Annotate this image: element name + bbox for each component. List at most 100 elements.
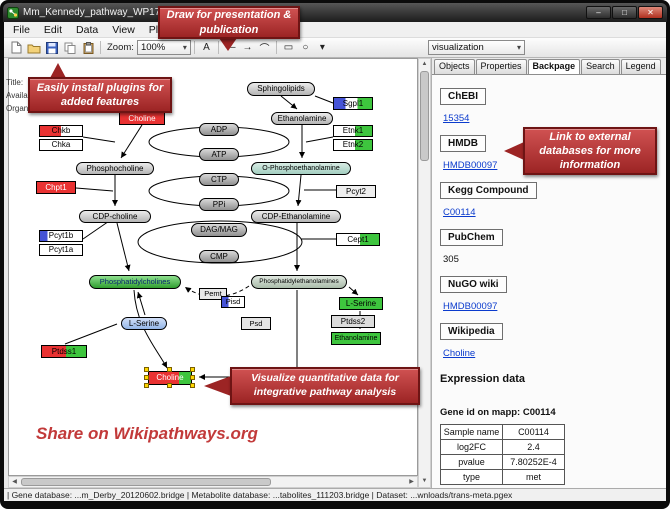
chevron-down-icon: ▾ xyxy=(182,43,187,52)
toolbar: Zoom: 100% ▾ A — → ⌒ ▭ ○ ▾ visualization… xyxy=(4,38,666,58)
pathway-node-ctp[interactable]: CTP xyxy=(199,173,239,186)
pathway-node-sphingolipids[interactable]: Sphingolipids xyxy=(247,82,315,96)
pathway-node-pcyt1b[interactable]: Pcyt1b xyxy=(39,230,83,242)
pathway-node-dag-mag[interactable]: DAG/MAG xyxy=(191,223,247,237)
pathway-node-adp[interactable]: ADP xyxy=(199,123,239,136)
pathway-node-psd[interactable]: Psd xyxy=(241,317,271,330)
document-property-label: Title: xyxy=(6,78,24,87)
paste-button[interactable] xyxy=(79,39,97,56)
callout-visualize: Visualize quantitative data for integrat… xyxy=(230,367,420,405)
table-row: Sample name C00114 xyxy=(440,424,565,440)
pathway-node-etnk1[interactable]: Etnk1 xyxy=(333,125,373,137)
template-dropdown-button[interactable]: ▾ xyxy=(319,42,325,53)
tab-search[interactable]: Search xyxy=(581,59,620,74)
vertical-scroll-thumb[interactable] xyxy=(420,71,429,161)
pathway-node-cdp-ethanolamine[interactable]: CDP-Ethanolamine xyxy=(251,210,341,223)
pathway-node-phosphatidylethanolamines[interactable]: Phosphatidylethanolamines xyxy=(251,275,347,289)
app-icon xyxy=(7,6,19,19)
pathway-node-phosphatidylcholines[interactable]: Phosphatidylcholines xyxy=(89,275,181,289)
wikipedia-link[interactable]: Choline xyxy=(443,348,476,359)
selection-handle[interactable] xyxy=(190,367,195,372)
selection-handle[interactable] xyxy=(167,383,172,388)
scroll-right-icon[interactable]: ▶ xyxy=(409,479,414,485)
hmdb-link[interactable]: HMDB00097 xyxy=(443,160,498,171)
selection-handle[interactable] xyxy=(190,375,195,380)
selection-handle[interactable] xyxy=(144,367,149,372)
selection-handle[interactable] xyxy=(190,383,195,388)
pathway-node-pcyt2[interactable]: Pcyt2 xyxy=(336,185,376,198)
new-file-button[interactable] xyxy=(7,39,25,56)
tab-properties[interactable]: Properties xyxy=(475,59,527,74)
tab-backpage[interactable]: Backpage xyxy=(527,59,581,74)
titlebar[interactable]: Mm_Kennedy_pathway_WP1771_45176.gpml – □… xyxy=(3,3,667,22)
pathway-node-ethanolamine[interactable]: Ethanolamine xyxy=(271,112,333,125)
pathway-node-ptdss2[interactable]: Ptdss2 xyxy=(331,315,375,328)
menu-file[interactable]: File xyxy=(13,23,30,36)
statusbar: | Gene database: ...m_Derby_20120602.bri… xyxy=(4,488,666,501)
tab-legend[interactable]: Legend xyxy=(620,59,661,74)
pathway-node-atp[interactable]: ATP xyxy=(199,148,239,161)
pathway-node-ethanolamine[interactable]: Ethanolamine xyxy=(331,332,381,345)
pathway-node-pemt[interactable]: Pemt xyxy=(199,288,227,300)
scroll-down-icon[interactable]: ▼ xyxy=(421,478,428,484)
expression-cell: log2FC xyxy=(440,439,503,455)
pathway-node-l-serine[interactable]: L-Serine xyxy=(121,317,167,330)
canvas-vertical-scrollbar[interactable]: ▲ ▼ xyxy=(418,58,431,488)
pathway-node-pisd[interactable]: Pisd xyxy=(221,296,245,308)
pathway-node-ptdss1[interactable]: Ptdss1 xyxy=(41,345,87,358)
kegg-link[interactable]: C00114 xyxy=(443,207,476,218)
pathway-node-phosphocholine[interactable]: Phosphocholine xyxy=(76,162,154,175)
horizontal-scroll-thumb[interactable] xyxy=(21,478,271,486)
statusbar-text: | Gene database: ...m_Derby_20120602.bri… xyxy=(7,490,513,500)
nugo-link[interactable]: HMDB00097 xyxy=(443,301,498,312)
arrow-tool-button[interactable]: → xyxy=(242,42,253,53)
open-file-button[interactable] xyxy=(25,39,43,56)
selection-handle[interactable] xyxy=(144,383,149,388)
label-tool-button[interactable]: A xyxy=(203,42,210,53)
oval-tool-button[interactable]: ○ xyxy=(302,42,309,53)
expression-cell: pvalue xyxy=(440,454,503,470)
chebi-link[interactable]: 15354 xyxy=(443,113,470,124)
pathway-node-sgpl1[interactable]: Sgpl1 xyxy=(333,97,373,110)
selection-handle[interactable] xyxy=(167,367,172,372)
close-button[interactable]: ✕ xyxy=(638,6,663,19)
scroll-up-icon[interactable]: ▲ xyxy=(421,61,428,67)
canvas-horizontal-scrollbar[interactable]: ◀ ▶ xyxy=(8,476,418,488)
visualization-select[interactable]: visualization ▾ xyxy=(428,40,525,55)
callout-arrow-up-icon xyxy=(50,63,66,78)
zoom-select[interactable]: 100% ▾ xyxy=(136,40,191,55)
pathway-node-cdp-choline[interactable]: CDP-choline xyxy=(79,210,151,223)
tab-objects[interactable]: Objects xyxy=(434,59,475,74)
expression-data-title: Expression data xyxy=(440,373,525,385)
minimize-button[interactable]: – xyxy=(586,6,611,19)
pathway-node-chka[interactable]: Chka xyxy=(39,139,83,151)
menubar: File Edit Data View Plugins Help xyxy=(4,22,666,38)
pathway-node-l-serine[interactable]: L-Serine xyxy=(339,297,383,310)
pathway-node-chkb[interactable]: Chkb xyxy=(39,125,83,137)
menu-data[interactable]: Data xyxy=(76,23,99,36)
pathway-node-pcyt1a[interactable]: Pcyt1a xyxy=(39,244,83,256)
scroll-left-icon[interactable]: ◀ xyxy=(12,479,17,485)
zoom-value: 100% xyxy=(140,42,166,53)
rect-tool-button[interactable]: ▭ xyxy=(283,42,294,53)
pathway-node-cept1[interactable]: Cept1 xyxy=(336,233,380,246)
pathway-node-etnk2[interactable]: Etnk2 xyxy=(333,139,373,151)
section-header-wikipedia: Wikipedia xyxy=(440,323,503,340)
chevron-down-icon: ▾ xyxy=(516,43,521,52)
pathway-node-ppi[interactable]: PPi xyxy=(199,198,239,211)
menu-edit[interactable]: Edit xyxy=(43,23,63,36)
menu-view[interactable]: View xyxy=(112,23,135,36)
pathway-node-choline[interactable]: Choline xyxy=(119,112,165,125)
pathway-node-cmp[interactable]: CMP xyxy=(199,250,239,263)
arc-tool-button[interactable]: ⌒ xyxy=(259,44,270,55)
save-button[interactable] xyxy=(43,39,61,56)
copy-button[interactable] xyxy=(61,39,79,56)
pathway-node-o-phosphoethanolamine[interactable]: O-Phosphoethanolamine xyxy=(251,162,351,175)
visualization-value: visualization xyxy=(432,42,484,53)
selection-handle[interactable] xyxy=(144,375,149,380)
pathway-node-chpt1[interactable]: Chpt1 xyxy=(36,181,76,194)
maximize-button[interactable]: □ xyxy=(612,6,637,19)
table-row: type met xyxy=(440,469,565,485)
